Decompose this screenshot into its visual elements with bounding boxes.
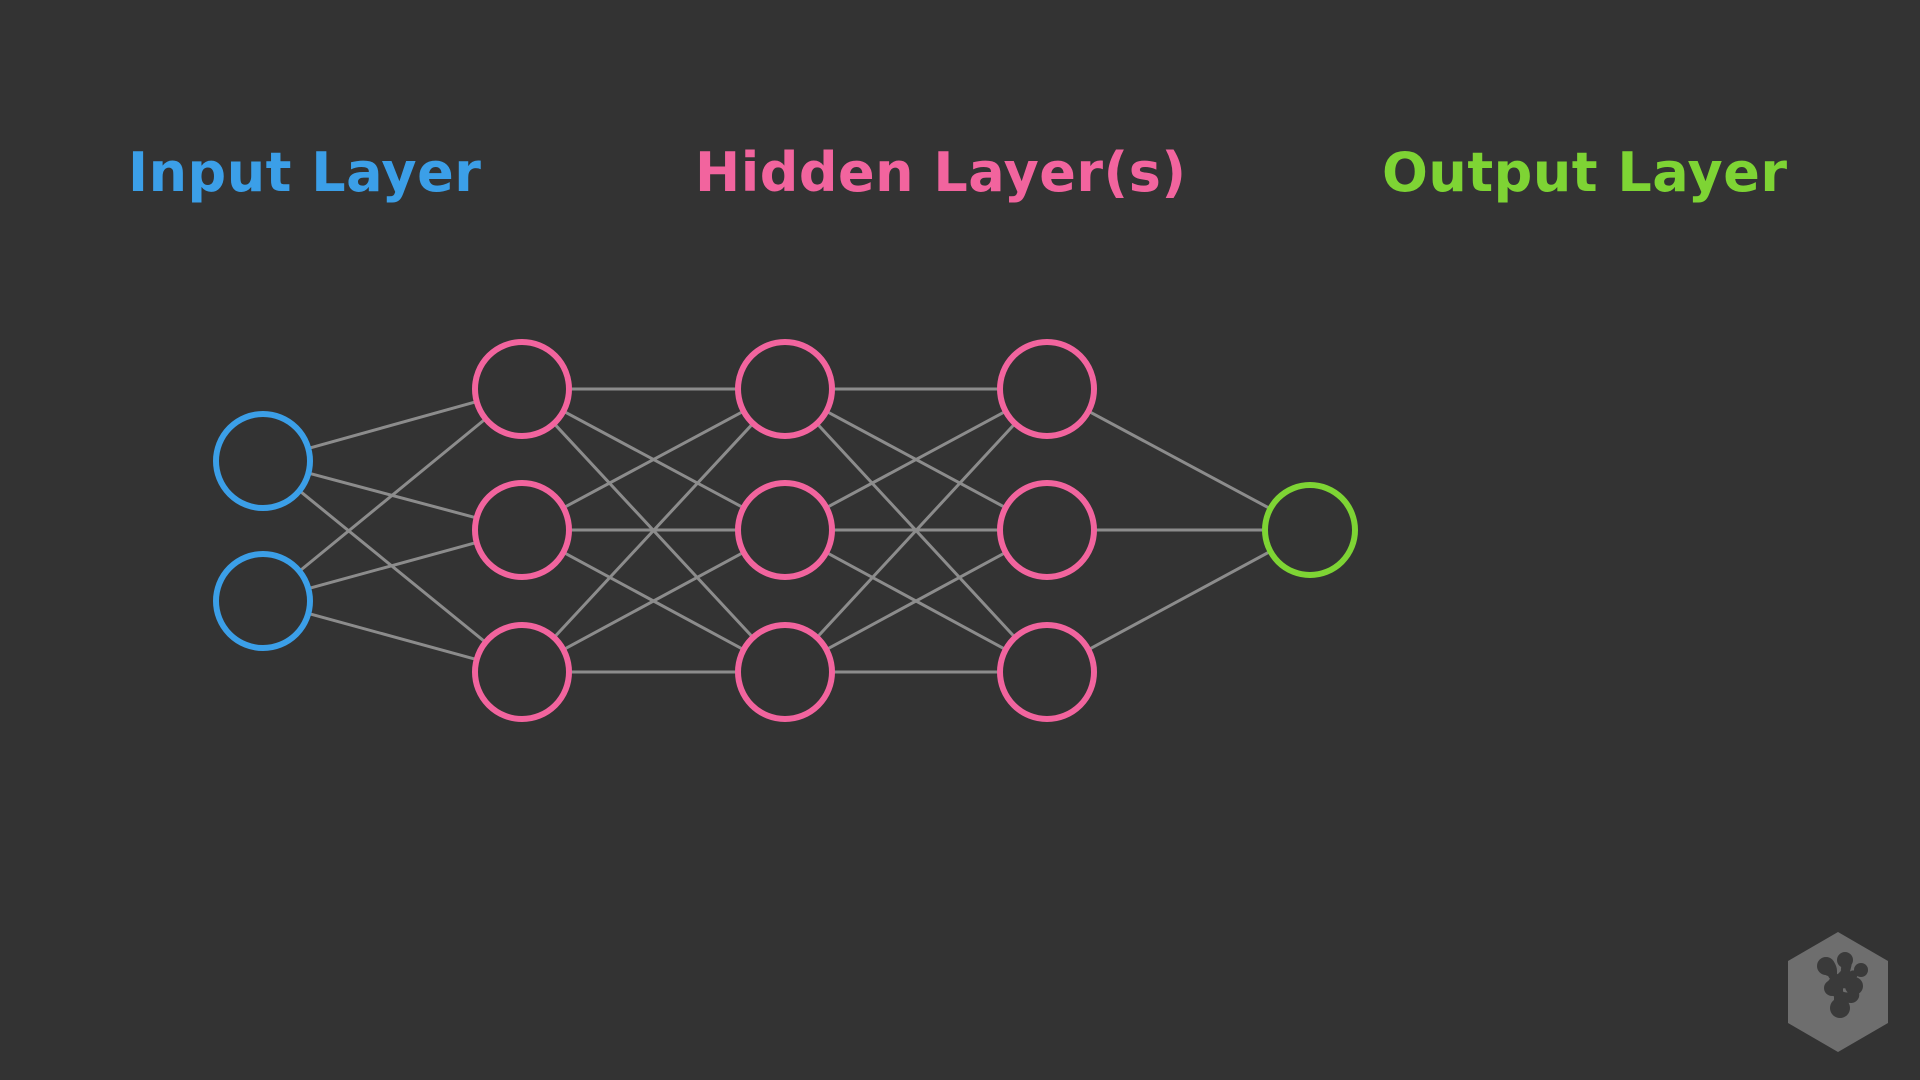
neuron-node-h2b <box>735 480 835 580</box>
connection-edge <box>824 550 1008 652</box>
neuron-node-h3c <box>997 622 1097 722</box>
neuron-node-h2c <box>735 622 835 722</box>
neuron-node-o1 <box>1262 482 1358 578</box>
neuron-node-i2 <box>213 551 313 651</box>
connection-edge <box>306 611 479 662</box>
neuron-node-h2a <box>735 339 835 439</box>
neuron-node-i1 <box>213 411 313 511</box>
neuron-node-h3b <box>997 480 1097 580</box>
connection-edge <box>824 409 1008 510</box>
node-layer <box>213 339 1358 722</box>
connection-edge <box>561 409 746 510</box>
neuron-node-h1b <box>472 480 572 580</box>
neuron-node-h3a <box>997 339 1097 439</box>
connection-edge <box>297 417 488 573</box>
connection-edge <box>306 400 479 450</box>
edge-layer <box>297 387 1272 674</box>
input-layer-title: Input Layer <box>128 141 482 204</box>
neuron-node-h1c <box>472 622 572 722</box>
connection-edge <box>1086 409 1272 511</box>
connection-edge <box>306 540 479 591</box>
connection-edge <box>1086 549 1272 652</box>
output-layer-title: Output Layer <box>1382 141 1788 204</box>
connection-edge <box>561 550 746 652</box>
connection-edge <box>815 421 1017 640</box>
neuron-node-h1a <box>472 339 572 439</box>
connection-edge <box>552 421 755 640</box>
hidden-layer-title: Hidden Layer(s) <box>695 141 1187 204</box>
